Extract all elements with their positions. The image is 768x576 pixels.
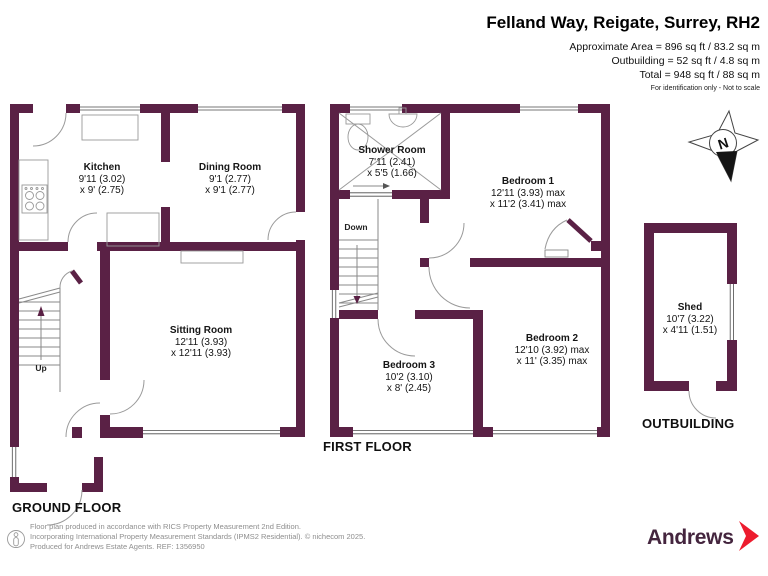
first-floor-title: FIRST FLOOR <box>323 439 412 454</box>
hob-icon <box>18 159 49 241</box>
header: Felland Way, Reigate, Surrey, RH2 Approx… <box>486 13 760 92</box>
room-label-dining-room: Dining Room 9'1 (2.77) x 9'1 (2.77) <box>198 162 262 196</box>
sink-icon <box>388 107 418 128</box>
room-label-sitting-room: Sitting Room 12'11 (3.93) x 12'11 (3.93) <box>169 325 233 359</box>
approximate-area: Approximate Area = 896 sq ft / 83.2 sq m <box>569 41 760 53</box>
kitchen-units <box>81 114 244 264</box>
ground-floor-door-arcs <box>32 112 297 526</box>
rics-person-icon <box>7 530 25 548</box>
shower-room-detail <box>338 112 442 197</box>
total-area: Total = 948 sq ft / 88 sq m <box>639 69 760 81</box>
first-floor-door-arcs <box>377 222 471 357</box>
room-label-bedroom-1: Bedroom 1 12'11 (3.93) max x 11'2 (3.41)… <box>489 176 567 210</box>
first-floor-plan <box>330 104 610 437</box>
room-label-bedroom-3: Bedroom 3 10'2 (3.10) x 8' (2.45) <box>382 360 436 394</box>
footer-disclaimer: Floor plan produced in accordance with R… <box>30 522 365 552</box>
bedroom1-closet <box>544 218 610 258</box>
room-label-shed: Shed 10'7 (3.22) x 4'11 (1.51) <box>662 302 718 336</box>
stairs-up-label: Up <box>35 363 47 373</box>
room-label-kitchen: Kitchen 9'11 (3.02) x 9' (2.75) <box>78 162 126 196</box>
compass-north-icon: N <box>687 109 760 183</box>
stairs-down-label: Down <box>344 222 368 232</box>
andrews-logo-text: Andrews <box>647 526 734 549</box>
staircase-up <box>18 287 61 392</box>
room-label-bedroom-2: Bedroom 2 12'10 (3.92) max x 11' (3.35) … <box>514 333 590 367</box>
andrews-chevron-icon <box>739 521 759 551</box>
outbuilding-area: Outbuilding = 52 sq ft / 4.8 sq m <box>611 55 760 67</box>
outbuilding-plan <box>644 223 737 419</box>
disclaimer-line-2: Incorporating International Property Mea… <box>30 532 366 541</box>
outbuilding-title: OUTBUILDING <box>642 416 735 431</box>
disclaimer-line-3: Produced for Andrews Estate Agents. REF:… <box>30 542 205 551</box>
ground-floor-title: GROUND FLOOR <box>12 500 122 515</box>
compass-n-label: N <box>716 134 731 152</box>
staircase-down <box>338 199 379 310</box>
ground-floor-windows <box>11 106 282 477</box>
room-label-shower-room: Shower Room 7'11 (2.41) x 5'5 (1.66) <box>358 145 426 179</box>
page-title: Felland Way, Reigate, Surrey, RH2 <box>486 13 760 32</box>
toilet-icon <box>345 113 371 151</box>
ground-floor-plan <box>10 104 305 526</box>
first-floor-windows <box>331 106 597 435</box>
disclaimer-line-1: Floor plan produced in accordance with R… <box>30 522 301 531</box>
identification-note: For identification only - Not to scale <box>650 85 760 92</box>
